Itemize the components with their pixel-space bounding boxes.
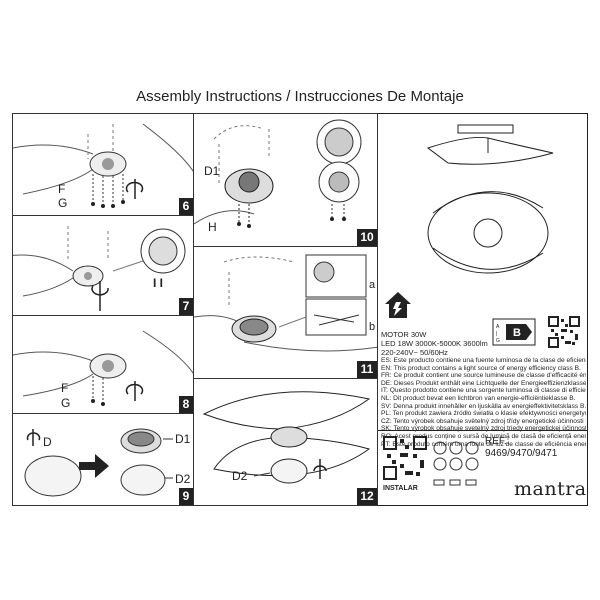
svg-text:|: | (496, 331, 497, 337)
energy-note: SK: Tento výrobok obsahuje svetelný zdro… (381, 425, 586, 433)
energy-class-letter: B (513, 327, 521, 339)
step-9-panel: D D1 D2 9 (12, 413, 194, 506)
energy-note: FR: Ce produit contient une source lumin… (381, 372, 586, 380)
remote-battery-icon (449, 457, 463, 471)
energy-note: RO: Acest produs conține o sursă de lumi… (381, 432, 586, 440)
label-f: F (61, 381, 69, 395)
energy-note: PL: Ten produkt zawiera źródło światła o… (381, 410, 586, 418)
energy-note: ES: Este producto contiene una fuente lu… (381, 357, 586, 364)
energy-label-icon: A | G B (492, 318, 536, 346)
energy-note: IT: Questo prodotto contiene una sorgent… (381, 387, 586, 395)
spec-line: LED 18W 3000K-5000K 3600lm (381, 339, 488, 348)
energy-note: PT: Este produto contém uma fonte de luz… (381, 440, 586, 448)
step-11-drawing (194, 254, 377, 352)
label-a: a (369, 279, 376, 291)
label-d2: D2 (175, 472, 191, 486)
label-d2: D2 (232, 469, 248, 483)
step-6-panel: F G 6 (12, 113, 194, 216)
brand-logo: mantra (514, 478, 587, 500)
label-h: H (208, 220, 217, 234)
step-7-drawing (13, 226, 186, 311)
step-12-drawing (202, 391, 371, 484)
label-d1: D1 (175, 432, 191, 446)
switch-symbol: I I (153, 276, 164, 290)
page-title: Assembly Instructions / Instrucciones De… (136, 88, 464, 105)
label-f: F (58, 182, 66, 196)
step-number: 10 (357, 229, 377, 246)
step-10-drawing (194, 119, 362, 228)
battery-icon (433, 479, 445, 486)
step-number: 8 (179, 396, 193, 413)
label-b: b (369, 321, 376, 333)
screw-icon (465, 457, 479, 471)
house-energy-icon (385, 292, 411, 318)
energy-note: EN: This product contains a light source… (381, 364, 581, 372)
spec-line: 220-240V~ 50/60Hz (381, 348, 448, 357)
divider (378, 430, 588, 431)
step-number: 12 (357, 488, 377, 505)
step-11-panel: a b 11 (193, 246, 378, 379)
energy-note: DE: Dieses Produkt enthält eine Lichtque… (381, 379, 586, 387)
step-number: 9 (179, 488, 193, 505)
label-d1: D1 (204, 164, 220, 178)
step-10-panel: D1 H 10 (193, 113, 378, 247)
step-12-panel: D2 12 (193, 378, 378, 506)
ref-label: REF.: (485, 436, 510, 447)
label-g: G (61, 396, 71, 410)
led-icon (433, 457, 447, 471)
step-7-panel: I I 7 (12, 215, 194, 316)
energy-note: CZ: Tento výrobek obsahuje světelný zdro… (381, 417, 586, 425)
instalar-label: INSTALAR (383, 485, 418, 492)
step-9-drawing (24, 428, 173, 497)
energy-note: NL: Dit product bevat een lichtbron van … (381, 394, 576, 402)
ref-block: REF.: 9469/9470/9471 (485, 436, 557, 460)
fan-illustration (426, 124, 554, 274)
svg-text:G: G (496, 338, 500, 344)
label-g: G (58, 196, 68, 210)
dimmable-icon (465, 441, 479, 455)
feature-icons (433, 441, 479, 486)
wifi-icon (449, 441, 463, 455)
product-specs: MOTOR 30W LED 18W 3000K-5000K 3600lm 220… (381, 330, 586, 448)
ref-codes: 9469/9470/9471 (485, 448, 558, 459)
step-number: 6 (179, 198, 193, 215)
spec-line: MOTOR 30W (381, 330, 427, 339)
label-d: D (43, 435, 52, 449)
step-number: 11 (357, 361, 377, 378)
qr-code-icon (383, 436, 427, 480)
energy-note: SV: Denna produkt innehåller en ljuskäll… (381, 402, 586, 410)
svg-text:A: A (496, 324, 500, 330)
step-8-drawing (13, 330, 193, 406)
battery-icon (465, 479, 477, 486)
battery-icon (449, 479, 461, 486)
remote-control-icon (433, 441, 447, 455)
step-number: 7 (179, 298, 193, 315)
step-8-panel: F G 8 (12, 315, 194, 414)
step-6-drawing (13, 123, 193, 208)
qr-code-icon (548, 316, 580, 348)
